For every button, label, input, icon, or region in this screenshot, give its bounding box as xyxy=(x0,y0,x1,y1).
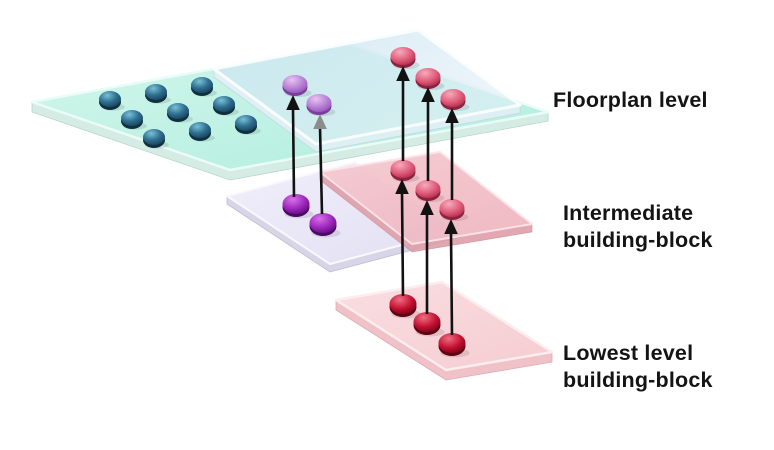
teal-dot xyxy=(235,115,261,135)
lowest-level-building-block-label: Lowest level building-block xyxy=(563,341,713,392)
teal-dot xyxy=(191,77,217,97)
up-arrow xyxy=(313,114,327,215)
violet-dot xyxy=(282,75,312,98)
rose-top-dot xyxy=(390,47,420,70)
pink-mid-dots-layer xyxy=(390,160,469,222)
lowest-dots-layer xyxy=(389,294,470,358)
rose-mid-dot xyxy=(415,180,445,203)
intermediate-building-block-label: Intermediate building-block xyxy=(563,201,713,252)
floorplan-glass-plate xyxy=(212,28,522,153)
teal-dots-layer xyxy=(99,77,261,149)
up-arrow xyxy=(421,87,435,181)
purple-dot xyxy=(282,194,314,219)
purple-dot xyxy=(309,213,341,238)
teal-dot xyxy=(121,110,147,130)
teal-dot xyxy=(167,103,193,123)
up-arrow xyxy=(396,66,410,161)
teal-dot xyxy=(99,91,125,111)
glass-dots-layer xyxy=(282,47,470,117)
up-arrow xyxy=(420,200,434,314)
up-arrow xyxy=(444,219,458,336)
floorplan-level-label: Floorplan level xyxy=(553,88,708,112)
teal-dot xyxy=(143,129,169,149)
rose-mid-dot xyxy=(439,199,469,222)
rose-mid-dot xyxy=(390,160,420,183)
red-bottom-dot xyxy=(413,312,445,337)
teal-dot xyxy=(189,122,215,142)
violet-dot xyxy=(306,94,336,117)
red-bottom-dot xyxy=(389,294,421,319)
rose-top-dot xyxy=(440,89,470,112)
rose-top-dot xyxy=(415,68,445,91)
up-arrow xyxy=(445,108,459,200)
lavender-dots-layer xyxy=(282,194,341,238)
teal-dot xyxy=(145,84,171,104)
teal-dot xyxy=(213,96,239,116)
up-arrow xyxy=(286,95,300,198)
arrows-layer xyxy=(286,66,459,336)
red-bottom-dot xyxy=(438,333,470,358)
up-arrow xyxy=(395,179,409,297)
